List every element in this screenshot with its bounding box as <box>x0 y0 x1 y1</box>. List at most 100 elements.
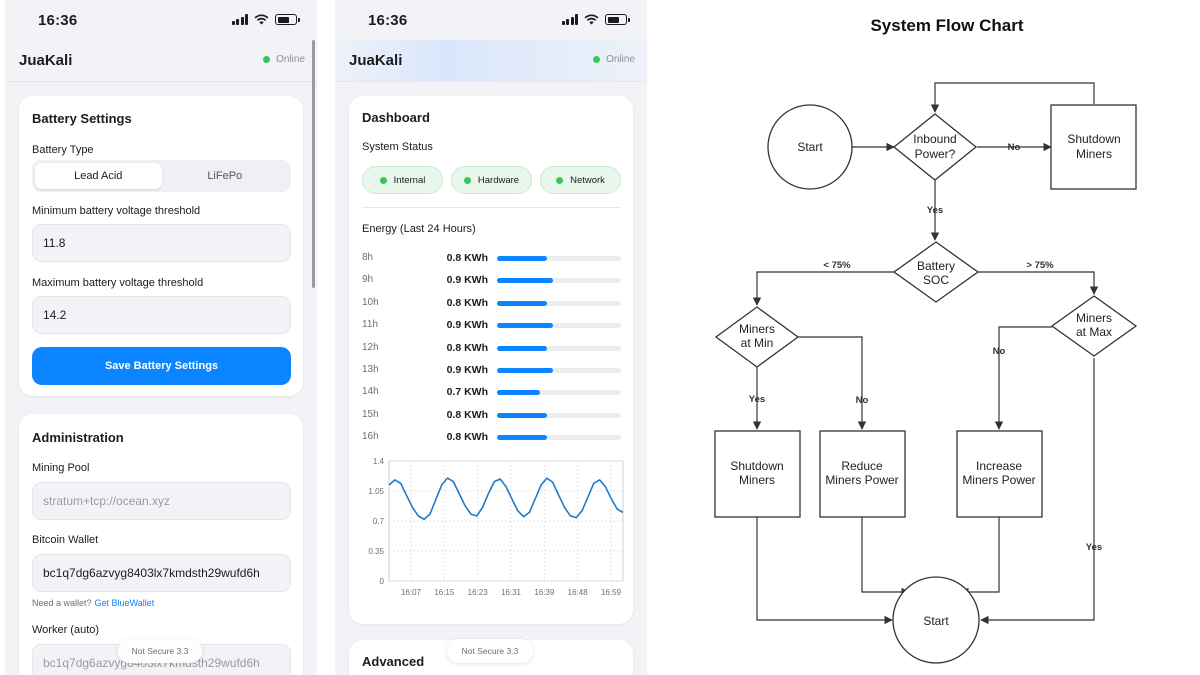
node-start-top <box>767 104 853 190</box>
node-battery-soc <box>892 241 980 303</box>
node-reduce-power <box>819 430 906 518</box>
label-min-2: at Min <box>741 336 774 350</box>
x-tick-label: 16:15 <box>434 588 455 597</box>
energy-bar-track <box>497 278 621 284</box>
x-tick-label: 16:23 <box>468 588 489 597</box>
app-brand: JuaKali <box>349 52 403 69</box>
y-tick-label: 0.7 <box>373 517 385 526</box>
not-secure-indicator[interactable]: Not Secure 3.3 <box>118 639 202 663</box>
wifi-icon <box>584 14 599 25</box>
get-bluewallet-link[interactable]: Get BlueWallet <box>94 598 155 608</box>
y-tick-label: 0.35 <box>368 547 384 556</box>
bitcoin-wallet-label: Bitcoin Wallet <box>32 534 99 546</box>
settings-screen: 16:36 JuaKali Online Battery Settings Ba… <box>5 0 317 675</box>
energy-value: 0.9 KWh <box>446 319 488 332</box>
advanced-title[interactable]: Advanced <box>362 654 425 669</box>
series-line <box>388 477 624 521</box>
online-label: Online <box>276 54 305 65</box>
administration-title: Administration <box>32 430 124 445</box>
label-shutdown-top-1: Shutdown <box>1067 132 1120 146</box>
x-tick-label: 16:31 <box>501 588 522 597</box>
edge-label-gt75: > 75% <box>1026 260 1054 271</box>
cellular-signal-icon <box>231 14 248 25</box>
energy-bar-fill <box>497 412 547 418</box>
not-secure-text: Not Secure <box>131 646 175 656</box>
edge-label-no-min: No <box>856 395 869 406</box>
bitcoin-wallet-input[interactable]: bc1q7dg6azvyg8403lx7kmdsth29wufd6h <box>32 554 291 592</box>
edge-label-yes-max: Yes <box>1086 542 1102 553</box>
label-max-1: Miners <box>1076 311 1112 325</box>
energy-bar-fill <box>497 278 553 284</box>
max-voltage-input[interactable]: 14.2 <box>32 296 291 334</box>
node-shutdown-miners <box>714 430 801 518</box>
label-inbound-1: Inbound <box>913 132 956 146</box>
energy-bar-track <box>497 412 621 418</box>
label-increase-2: Miners Power <box>962 473 1035 487</box>
save-battery-settings-button[interactable]: Save Battery Settings <box>32 347 291 385</box>
edge-label-lt75: < 75% <box>823 260 851 271</box>
mining-pool-input[interactable]: stratum+tcp://ocean.xyz <box>32 482 291 520</box>
node-start-bottom <box>892 576 980 664</box>
worker-label: Worker (auto) <box>32 624 100 636</box>
energy-hour: 9h <box>362 274 374 286</box>
battery-type-lifepo[interactable]: LiFePo <box>207 170 243 182</box>
label-increase-1: Increase <box>976 459 1022 473</box>
mining-pool-label: Mining Pool <box>32 462 90 474</box>
label-shutdown-1: Shutdown <box>730 459 783 473</box>
battery-settings-title: Battery Settings <box>32 111 132 126</box>
not-secure-text: Not Secure <box>461 646 505 656</box>
edge-label-no-1: No <box>1008 142 1021 153</box>
energy-bar-track <box>497 323 621 329</box>
energy-bar-fill <box>497 256 547 261</box>
label-shutdown-2: Miners <box>739 473 775 487</box>
energy-bar-fill <box>497 368 553 373</box>
cellular-signal-icon <box>561 14 578 25</box>
flow-node-labels: Start Inbound Power? Shutdown Miners Bat… <box>730 132 1120 628</box>
status-icons <box>561 14 630 25</box>
battery-type-lead-acid[interactable]: Lead Acid <box>35 163 162 189</box>
energy-hour: 12h <box>362 341 379 353</box>
not-secure-indicator[interactable]: Not Secure 3.3 <box>447 639 533 663</box>
app-header: JuaKali Online <box>5 40 317 82</box>
status-time: 16:36 <box>38 12 78 29</box>
x-tick-label: 16:59 <box>601 588 622 597</box>
wallet-hint: Need a wallet?Get BlueWallet <box>32 598 154 608</box>
dashboard-card: Dashboard System Status Internal Hardwar… <box>349 96 633 624</box>
energy-hour: 14h <box>362 386 379 398</box>
y-tick-label: 0 <box>380 577 385 586</box>
wifi-icon <box>254 14 269 25</box>
y-tick-label: 1.4 <box>373 457 385 466</box>
flow-edge-labels: No Yes < 75% > 75% Yes No No Yes <box>749 142 1102 553</box>
energy-bar-track <box>497 390 621 396</box>
energy-bar-track <box>497 256 621 261</box>
energy-bar-fill <box>497 300 547 306</box>
edge-label-yes-min: Yes <box>749 394 765 405</box>
label-reduce-2: Miners Power <box>825 473 898 487</box>
energy-bar-track <box>497 435 621 441</box>
status-pill-label: Hardware <box>477 174 520 186</box>
edge-max-to-increase <box>994 326 1052 430</box>
status-dot-icon <box>463 176 471 184</box>
battery-settings-card: Battery Settings Battery Type Lead Acid … <box>19 96 303 396</box>
status-dot-icon <box>556 176 564 184</box>
node-increase-power <box>956 430 1043 518</box>
energy-value: 0.9 KWh <box>446 274 488 287</box>
not-secure-suffix: 3.3 <box>176 646 189 656</box>
node-miners-at-min <box>714 306 800 368</box>
dashboard-screen: 16:36 JuaKali Online Dashboard System St… <box>335 0 647 675</box>
min-voltage-input[interactable]: 11.8 <box>32 224 291 262</box>
online-label: Online <box>606 54 635 65</box>
edge-soc-to-min <box>752 271 894 306</box>
flow-edges <box>752 82 1099 625</box>
scrollbar[interactable] <box>312 40 315 288</box>
status-dot-icon <box>379 176 387 184</box>
energy-hour: 15h <box>362 408 379 420</box>
flow-nodes <box>714 104 1138 664</box>
battery-type-segmented-control: Lead Acid LiFePo <box>32 160 291 192</box>
label-soc-1: Battery <box>917 259 955 273</box>
x-tick-label: 16:39 <box>534 588 555 597</box>
battery-type-label: Battery Type <box>32 144 94 156</box>
